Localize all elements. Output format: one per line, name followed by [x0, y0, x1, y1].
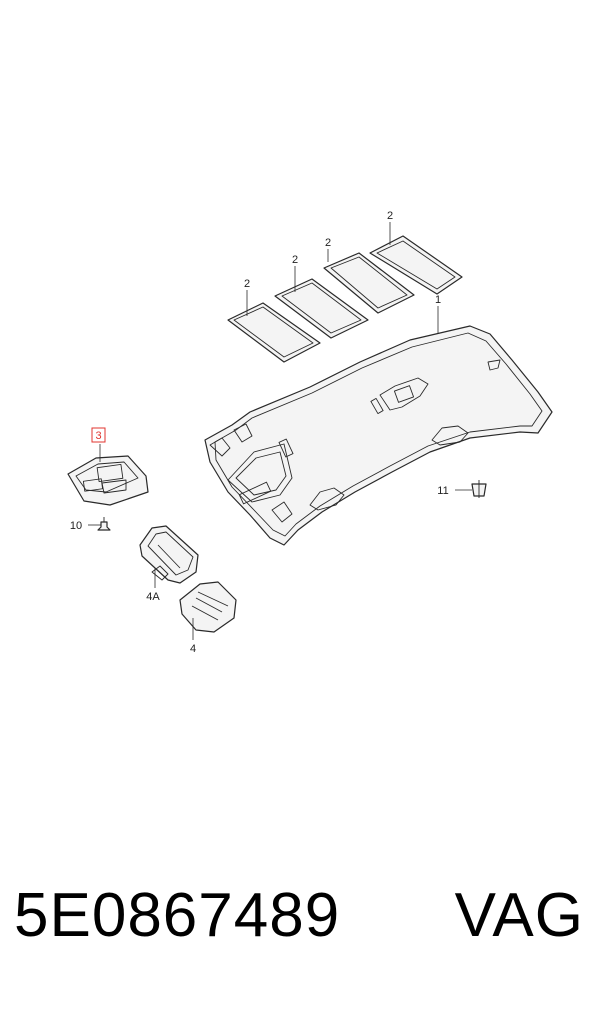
callout-4: 4 [190, 643, 196, 655]
clip [455, 480, 487, 498]
insulation-pad-a [227, 302, 321, 363]
cover-4 [179, 581, 237, 633]
callout-1: 1 [435, 294, 441, 306]
insulation-pad-c [323, 252, 415, 314]
footer: 5E0867489 VAG [0, 880, 600, 990]
part-number: 5E0867489 [14, 881, 341, 950]
insulation-pad-d [369, 235, 463, 295]
console-box [67, 455, 149, 506]
cover-4a [139, 525, 199, 584]
callout-10: 10 [70, 520, 82, 532]
highlight-box [91, 427, 106, 443]
callout-3: 3 [95, 430, 101, 442]
screw [88, 517, 111, 531]
brand-label: VAG [454, 881, 584, 950]
callout-2: 2 [244, 278, 250, 290]
callout-11: 11 [437, 485, 448, 497]
callout-2: 2 [387, 210, 393, 222]
callout-4a: 4A [146, 591, 160, 603]
callout-2: 2 [292, 254, 298, 266]
headliner [204, 325, 553, 546]
insulation-pad-b [274, 278, 369, 339]
callout-2: 2 [325, 237, 331, 249]
